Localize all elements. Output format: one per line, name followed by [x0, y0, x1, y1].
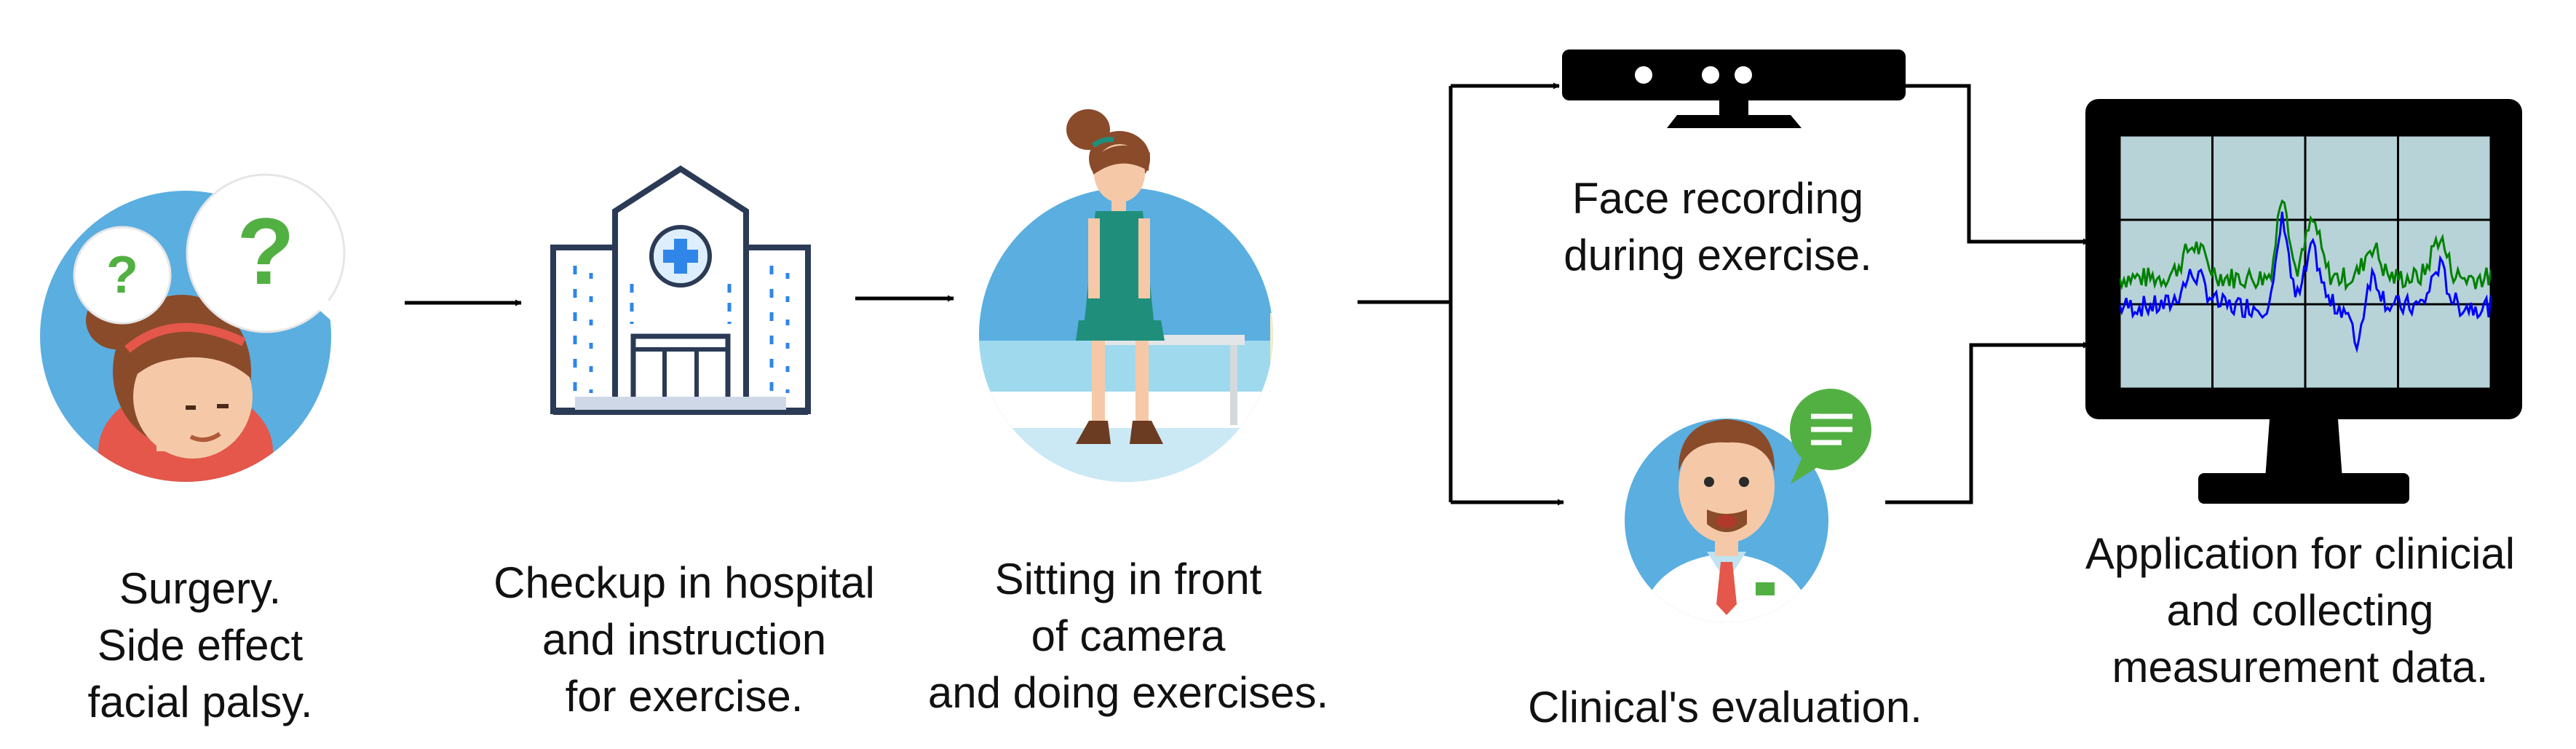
sitting-label-line-2: of camera [1031, 611, 1226, 660]
surgery-label-line-2: Side effect [97, 621, 304, 670]
question-mark-icon: ? ? [73, 173, 346, 333]
surgery-label-line-3: facial palsy. [87, 678, 313, 726]
branch-connector [1358, 82, 1564, 506]
person-sitting-icon [979, 109, 1273, 482]
sitting-label-line-1: Sitting in front [994, 555, 1262, 603]
checkup-label-line-1: Checkup in hospital [494, 558, 875, 607]
doctor-to-monitor-arrow [1885, 341, 2090, 504]
recording-label: Face recording during exercise. [1499, 170, 1936, 284]
surgery-label-line-1: Surgery. [119, 564, 282, 613]
svg-text:?: ? [106, 246, 138, 304]
measurement-plot [2118, 134, 2492, 390]
sitting-label: Sitting in front of camera and doing exe… [895, 551, 1361, 721]
plot-grid [2118, 134, 2492, 390]
checkup-label: Checkup in hospital and instruction for … [459, 555, 910, 725]
svg-text:?: ? [237, 198, 294, 304]
surgery-label: Surgery. Side effect facial palsy. [25, 560, 375, 731]
plot-series-green [2120, 199, 2491, 292]
checkup-label-line-3: for exercise. [565, 672, 804, 721]
sitting-label-line-3: and doing exercises. [927, 668, 1329, 717]
application-label-line-1: Application for clinicial [2085, 529, 2516, 578]
depth-camera-icon [1562, 49, 1906, 128]
hospital-icon [550, 165, 811, 415]
evaluation-label-line-1: Clinical's evaluation. [1528, 683, 1922, 732]
plot-series-blue [2120, 211, 2491, 354]
recording-label-line-1: Face recording [1572, 174, 1864, 223]
application-label-line-3: measurement data. [2112, 643, 2489, 691]
camera-to-monitor-arrow [1906, 84, 2090, 245]
application-label: Application for clinicial and collecting… [2031, 526, 2569, 696]
chat-bubble-icon [1790, 389, 1871, 484]
application-label-line-2: and collecting [2166, 586, 2434, 635]
evaluation-label: Clinical's evaluation. [1470, 679, 1980, 736]
recording-label-line-2: during exercise. [1564, 231, 1872, 280]
checkup-label-line-2: and instruction [542, 615, 827, 664]
